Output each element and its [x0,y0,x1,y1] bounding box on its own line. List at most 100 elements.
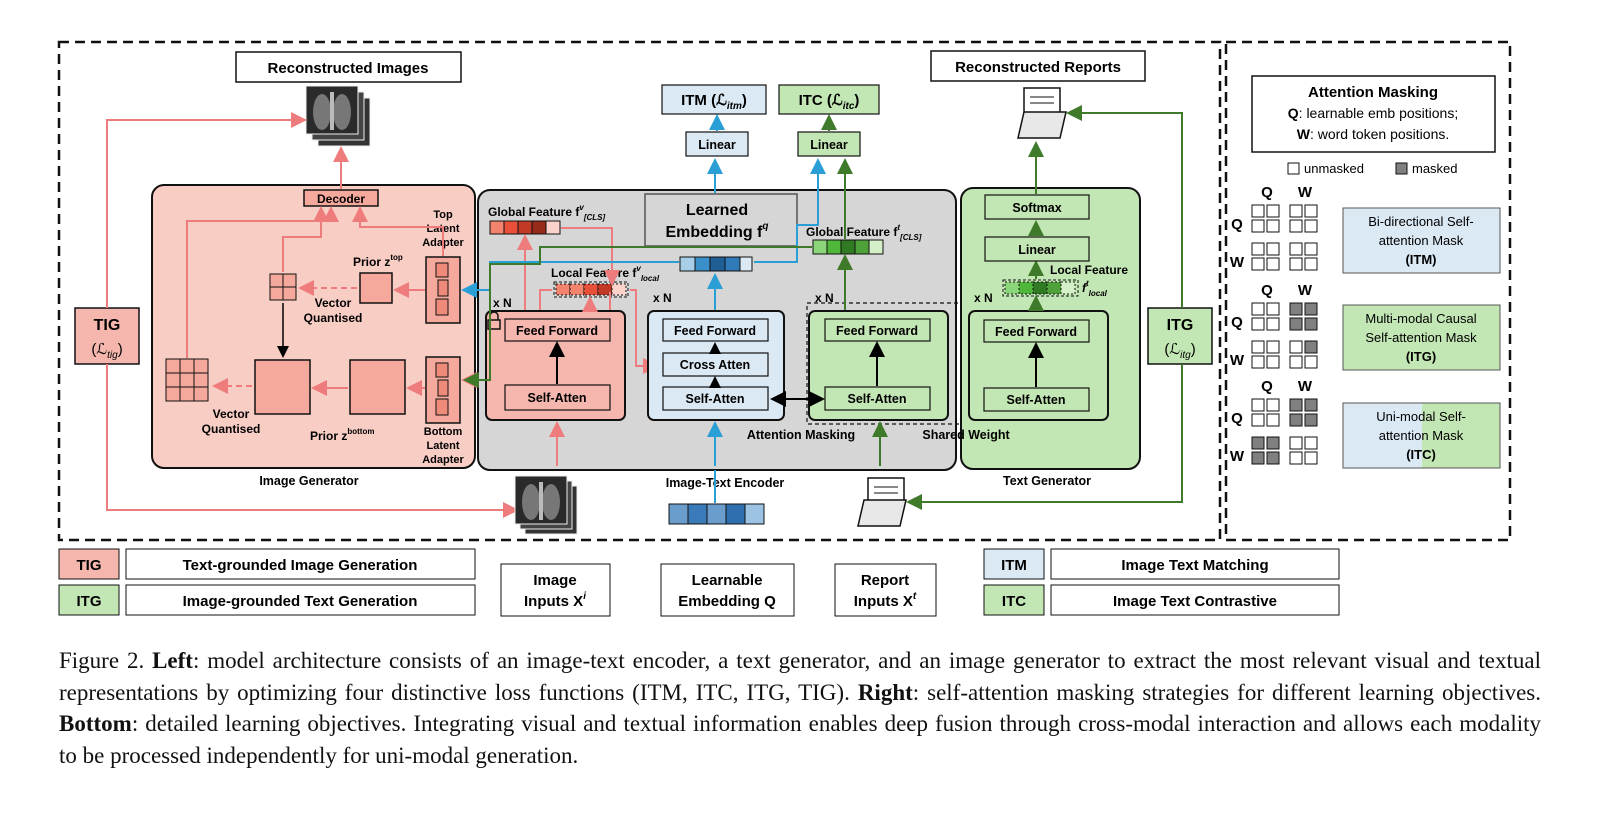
legend-report-inputs-1: Report [861,572,909,589]
mask-cell [1304,398,1318,412]
text-self-atten-box [824,386,931,411]
mask-row-q-label: Q [1231,410,1243,427]
mask-cell [1251,398,1265,412]
legend-itm-full-box [1050,548,1340,580]
mask-desc-itm-1: Bi-directional Self- [1368,214,1474,229]
legend-tig-abbr: TIG [77,557,102,574]
prior-top-label: Prior ztop [353,253,403,269]
itm-loss-label: ITM (ℒitm) [681,92,747,112]
itc-linear-label: Linear [810,138,848,152]
mask-cell [1266,219,1280,233]
bottom-latent-adapter [425,356,461,424]
mask-col-q-label: Q [1261,282,1273,299]
legend-itg-full-box [125,584,476,616]
legend-itc-abbr: ITC [1002,593,1026,610]
legend-tig-abbr-box [58,548,120,580]
local-feature-t-tokens [1002,279,1079,297]
mask-cell [1289,340,1303,354]
mask-cell [1304,204,1318,218]
itg-loss-title: ITG [1167,317,1194,334]
query-embedding-tokens [679,256,753,272]
prior-bottom-box [349,359,406,415]
mask-row-q-label: Q [1231,216,1243,233]
global-feature-t-tokens [812,239,884,255]
text-generator-label: Text Generator [1003,474,1091,488]
legend-itc-full-box [1050,584,1340,616]
mask-cell [1266,317,1280,331]
mask-cell [1251,436,1265,450]
mask-cell [1266,257,1280,271]
legend-itg-abbr: ITG [77,593,102,610]
mask-col-q-label: Q [1261,184,1273,201]
latent-merge-box [254,359,311,415]
reconstructed-reports-label: Reconstructed Reports [955,59,1121,76]
decoder-self-atten-box [983,387,1090,412]
vector-quantised-top-2: Quantised [304,311,363,325]
learned-embedding-label-2: Embedding fq [666,221,769,241]
decoder-feed-forward-label: Feed Forward [995,325,1077,339]
legend-itm-abbr-box [983,548,1045,580]
decoder-self-atten-label: Self-Atten [1006,393,1065,407]
query-encoder-xn: x N [653,291,672,305]
mask-cell [1251,317,1265,331]
query-feed-forward-label: Feed Forward [674,324,756,338]
mask-cell [1304,219,1318,233]
mask-desc-itm-2: attention Mask [1379,233,1464,248]
mask-desc-itg-2: Self-attention Mask [1365,330,1477,345]
itg-loss-box [1147,307,1213,365]
mask-cell [1289,242,1303,256]
mask-cell [1304,451,1318,465]
mask-cell [1289,451,1303,465]
itg-loss-formula: (ℒitg) [1164,341,1195,361]
legend-report-inputs-box [834,563,937,617]
mask-cell [1304,257,1318,271]
learned-embedding-label-1: Learned [686,202,748,219]
reconstructed-images-label-box [235,51,462,83]
mask-col-w-label: W [1298,184,1313,201]
mask-row-w-label: W [1230,254,1245,271]
reconstructed-reports-label-box [930,50,1146,82]
global-feature-v-label: Global Feature fv[CLS] [488,203,605,222]
mask-desc-itg-3: (ITG) [1406,349,1436,364]
image-self-atten-label: Self-Atten [527,391,586,405]
mask-cell [1266,413,1280,427]
legend-itm-full: Image Text Matching [1121,557,1268,574]
mask-cell [1289,302,1303,316]
legend-learnable-embedding-box [660,563,795,617]
legend-unmasked-label: unmasked [1304,161,1364,176]
mask-cell [1266,242,1280,256]
top-adapter-label-1: Top [433,209,453,221]
mask-cell [1266,398,1280,412]
legend-image-inputs-2: Inputs Xi [524,591,586,610]
mask-cell [1266,355,1280,369]
attention-masking-desc-1: Q: learnable emb positions; [1288,105,1458,121]
learnable-embedding-input-tokens [668,503,765,525]
query-feed-forward-box [662,318,769,342]
mask-cell [1289,436,1303,450]
mask-desc-itc-3: (ITC) [1406,447,1436,462]
mask-desc-itm-3: (ITM) [1405,252,1436,267]
image-text-encoder-label: Image-Text Encoder [666,476,785,490]
attention-masking-title: Attention Masking [1308,84,1438,101]
quantised-top-grid [269,273,297,301]
legend-image-inputs-1: Image [533,572,576,589]
image-encoder-xn: x N [493,296,512,310]
shared-weight-label: Shared Weight [922,428,1010,442]
softmax-box [984,194,1090,220]
cross-atten-label: Cross Atten [680,358,750,372]
prior-bottom-label: Prior zbottom [310,427,374,443]
mask-desc-itc-1: Uni-modal Self- [1376,409,1466,424]
mask-cell [1251,219,1265,233]
top-latent-adapter [425,256,461,324]
mask-cell [1304,242,1318,256]
mask-cell [1251,302,1265,316]
image-feed-forward-label: Feed Forward [516,324,598,338]
input-xray-images [514,475,578,535]
mask-row-w-label: W [1230,352,1245,369]
right-panel-frame [1224,40,1512,542]
mask-cell [1289,204,1303,218]
legend-report-inputs-2: Inputs Xt [854,591,917,610]
mask-cell [1251,355,1265,369]
attention-masking-label: Attention Masking [747,428,855,442]
decoder-box [303,189,379,207]
